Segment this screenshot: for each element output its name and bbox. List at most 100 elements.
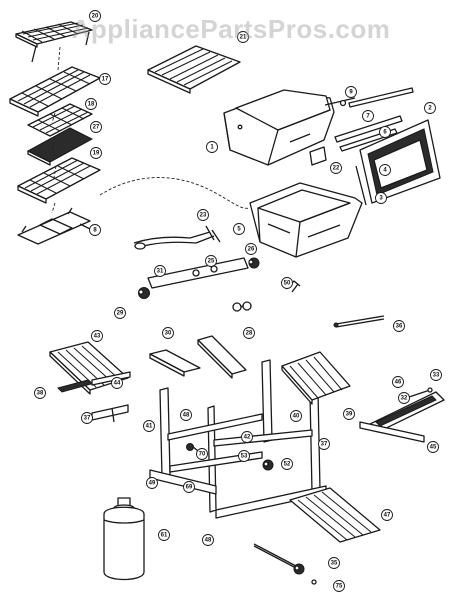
control-knob-left[interactable] <box>138 287 150 299</box>
callout-number: 18 <box>88 101 95 107</box>
callout-bubble <box>158 529 170 541</box>
callout-bubble <box>398 392 410 404</box>
callout-c5: 5 <box>233 223 245 235</box>
callout-c6: 6 <box>379 126 391 138</box>
callout-c47: 47 <box>381 509 393 521</box>
grill-lid[interactable] <box>223 89 335 166</box>
callout-c53: 53 <box>238 450 250 462</box>
callout-number: 36 <box>396 323 403 329</box>
callout-number: 42 <box>244 434 251 440</box>
venturi-tube-assembly[interactable] <box>133 225 221 250</box>
callout-bubble <box>205 255 217 267</box>
callout-bubble <box>99 73 111 85</box>
lid-window-frame[interactable] <box>355 119 441 206</box>
callout-c8: 8 <box>89 224 101 236</box>
callout-bubble <box>143 420 155 432</box>
callout-bubble <box>206 141 218 153</box>
callout-number: 70 <box>199 451 206 457</box>
callout-bubble <box>90 121 102 133</box>
callout-number: 37 <box>321 441 328 447</box>
callout-number: 30 <box>165 330 172 336</box>
warming-rack[interactable] <box>15 21 93 63</box>
callout-c37b: 37 <box>318 438 330 450</box>
callout-c42: 42 <box>241 431 253 443</box>
callout-c19: 19 <box>90 147 102 159</box>
front-condiment-tray[interactable] <box>359 387 445 443</box>
callout-c3: 3 <box>375 192 387 204</box>
callout-number: 2 <box>428 105 432 111</box>
callout-c28: 28 <box>243 327 255 339</box>
callout-number: 40 <box>293 413 300 419</box>
callout-bubble <box>91 330 103 342</box>
callout-c48: 48 <box>180 409 192 421</box>
callout-number: 61 <box>161 532 168 538</box>
secondary-grid[interactable] <box>147 45 241 94</box>
shelf-mount-bracket[interactable] <box>91 404 129 423</box>
callout-bubble <box>243 327 255 339</box>
callout-bubble <box>345 86 357 98</box>
callout-c21: 21 <box>237 31 249 43</box>
callout-number: 4 <box>383 167 387 173</box>
callout-number: 52 <box>284 461 291 467</box>
callout-number: 69 <box>186 484 193 490</box>
control-knob-right[interactable] <box>248 257 260 269</box>
firebox[interactable] <box>249 182 363 258</box>
callout-bubble <box>233 223 245 235</box>
callout-c4: 4 <box>379 164 391 176</box>
propane-tank[interactable] <box>103 497 145 581</box>
regulator-hose[interactable] <box>253 543 317 585</box>
callout-bubble <box>379 164 391 176</box>
callout-bubble <box>180 409 192 421</box>
callout-number: 19 <box>93 150 100 156</box>
callout-bubble <box>114 307 126 319</box>
support-rod[interactable] <box>333 315 385 328</box>
callout-number: 8 <box>93 227 97 233</box>
callout-bubble <box>330 162 342 174</box>
h-burner[interactable] <box>17 207 93 245</box>
callout-c23: 23 <box>197 209 209 221</box>
right-side-shelf[interactable] <box>281 351 351 405</box>
callout-bubble <box>196 448 208 460</box>
lid-hardware[interactable] <box>309 97 356 166</box>
bottom-shelf-slats[interactable] <box>289 487 381 543</box>
callout-bubble <box>81 412 93 424</box>
callout-bubble <box>245 243 257 255</box>
callout-bubble <box>89 224 101 236</box>
callout-c35: 35 <box>328 557 340 569</box>
callout-number: 53 <box>241 453 248 459</box>
callout-number: 33 <box>433 372 440 378</box>
callout-c7: 7 <box>362 110 374 122</box>
callout-c36: 36 <box>393 320 405 332</box>
callout-bubble <box>183 481 195 493</box>
shelf-support-bracket[interactable] <box>57 371 131 393</box>
callout-bubble <box>281 458 293 470</box>
callout-c52: 52 <box>281 458 293 470</box>
callout-number: 17 <box>102 76 109 82</box>
callout-number: 9 <box>349 89 353 95</box>
igniter-button[interactable] <box>232 301 252 312</box>
callout-c26: 26 <box>245 243 257 255</box>
callout-c69: 69 <box>183 481 195 493</box>
callout-c25: 25 <box>205 255 217 267</box>
cart-top-rails[interactable] <box>149 335 247 379</box>
callout-number: 1 <box>210 144 214 150</box>
callout-bubble <box>393 320 405 332</box>
callout-bubble <box>290 410 302 422</box>
callout-number: 23 <box>200 212 207 218</box>
callout-number: 6 <box>383 129 387 135</box>
callout-c20: 20 <box>89 10 101 22</box>
rock-grate[interactable] <box>27 103 93 137</box>
callout-c1: 1 <box>206 141 218 153</box>
cooking-grate-upper[interactable] <box>9 66 101 117</box>
callout-bubble <box>237 31 249 43</box>
callout-c70: 70 <box>196 448 208 460</box>
callout-c38: 38 <box>34 387 46 399</box>
cooking-grate-lower[interactable] <box>17 157 101 204</box>
callout-number: 3 <box>379 195 383 201</box>
callout-c9: 9 <box>345 86 357 98</box>
callout-c37: 37 <box>81 412 93 424</box>
lava-rock-bed[interactable] <box>26 127 94 166</box>
callout-bubble <box>424 102 436 114</box>
callout-number: 41 <box>146 423 153 429</box>
callout-number: 48 <box>183 412 190 418</box>
